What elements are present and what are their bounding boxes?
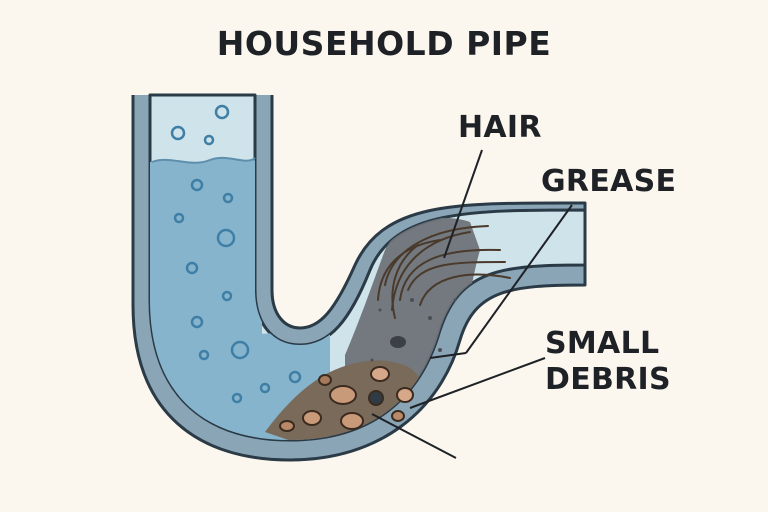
- debris-particle: [340, 412, 364, 430]
- grease-speck: [370, 358, 374, 362]
- small-debris-label-line2: DEBRIS: [545, 362, 671, 397]
- hair-strand: [407, 261, 506, 291]
- grease-label: GREASE: [541, 164, 677, 199]
- debris-particle: [370, 366, 390, 382]
- hair-label: HAIR: [458, 110, 542, 145]
- grease-speck: [378, 308, 382, 312]
- debris-pointer-line-2: [371, 413, 457, 459]
- bubble: [221, 290, 233, 302]
- hair-pointer-line: [443, 149, 483, 259]
- debris-particle: [368, 390, 384, 406]
- grease-specks: [370, 298, 457, 362]
- small-debris-label: SMALL DEBRIS: [545, 326, 671, 398]
- pointer-lines: [371, 149, 573, 459]
- hair-strand: [399, 248, 501, 301]
- bubble: [222, 192, 234, 204]
- debris-particles: [279, 366, 414, 432]
- grease-speck: [428, 316, 432, 320]
- bubble: [170, 125, 186, 141]
- bubble: [198, 349, 210, 361]
- hair-strand: [377, 239, 441, 301]
- bubble: [231, 392, 243, 404]
- grease-speck: [410, 298, 414, 302]
- bubble: [190, 178, 204, 192]
- debris-particle: [302, 410, 322, 426]
- diagram-title: HOUSEHOLD PIPE: [216, 24, 552, 63]
- water-surface: [151, 156, 256, 164]
- hair-strands: [377, 225, 511, 319]
- bubbles: [170, 104, 302, 404]
- bubble: [214, 104, 230, 120]
- bubble: [259, 382, 271, 394]
- bubble: [288, 370, 302, 384]
- bubble: [230, 340, 250, 360]
- bubble: [185, 261, 199, 275]
- debris-particle: [396, 387, 414, 403]
- hair-strand: [391, 244, 419, 319]
- debris-particle: [391, 410, 405, 422]
- bubble: [216, 228, 236, 248]
- hair-strand: [391, 231, 471, 311]
- grease-speck: [453, 298, 457, 302]
- water: [150, 157, 330, 440]
- debris-particle: [279, 420, 295, 432]
- hair-strand: [384, 225, 489, 286]
- small-debris-label-line1: SMALL: [545, 326, 660, 361]
- grease-speck: [438, 348, 442, 352]
- grease-speck: [390, 336, 406, 348]
- bubble: [190, 315, 204, 329]
- grease-pointer-bend: [429, 352, 467, 359]
- debris-particle: [318, 374, 332, 386]
- grease-pointer-line: [465, 204, 573, 354]
- debris-particle: [329, 385, 357, 405]
- debris-pointer-line: [409, 357, 546, 409]
- bubble: [173, 212, 185, 224]
- bubble: [203, 134, 215, 146]
- hair-strand: [419, 273, 511, 306]
